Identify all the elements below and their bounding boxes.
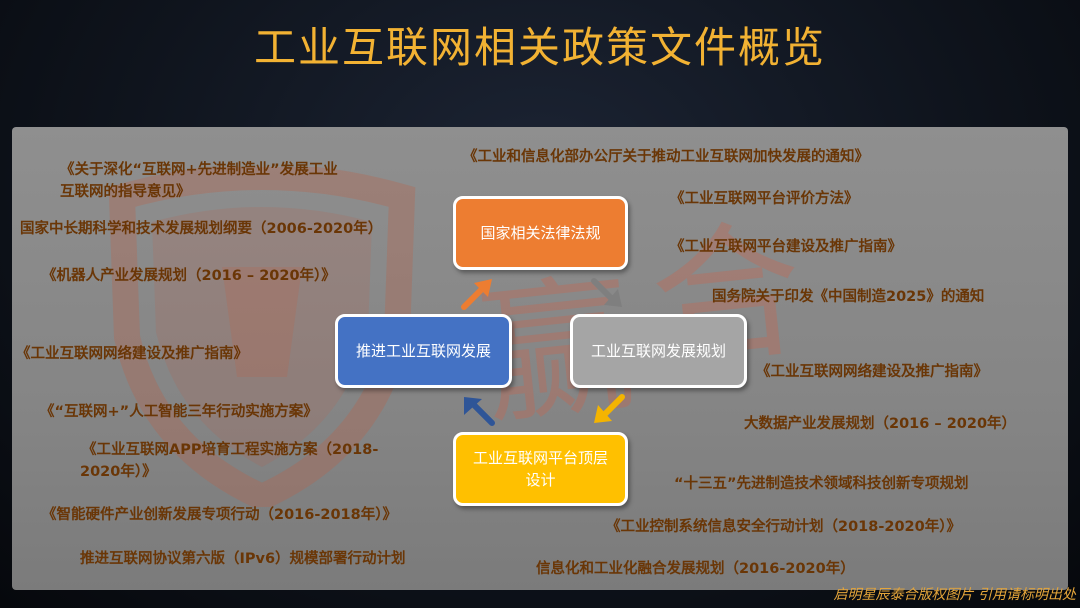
policy-item: 《关于深化“互联网+先进制造业”发展工业 xyxy=(60,162,338,178)
plan-label: 工业互联网发展规划 xyxy=(590,342,726,360)
policy-item: 信息化和工业化融合发展规划（2016-2020年） xyxy=(536,561,855,577)
policy-item: 《工业控制系统信息安全行动计划（2018-2020年）》 xyxy=(606,519,961,535)
policy-item: “十三五”先进制造技术领域科技创新专项规划 xyxy=(674,476,969,492)
policy-item: 2020年）》 xyxy=(80,464,157,480)
policy-item: 《工业互联网网络建设及推广指南》 xyxy=(16,346,248,362)
policy-item: 《工业互联网网络建设及推广指南》 xyxy=(756,364,988,380)
page-title: 工业互联网相关政策文件概览 xyxy=(253,23,826,72)
policy-item: 推进互联网协议第六版（IPv6）规模部署行动计划 xyxy=(80,551,406,567)
national-laws-box: 国家相关法律法规 xyxy=(453,196,628,270)
policy-item: 大数据产业发展规划（2016 – 2020年） xyxy=(744,416,1017,432)
gray-arrow-icon xyxy=(591,278,622,307)
diagram-panel: 赢 合 《关于深化“互联网+先进制造业”发展工业 互联网的指导意见》 国家中长期… xyxy=(12,127,1068,590)
promote-industrial-internet-box: 推进工业互联网发展 xyxy=(335,314,512,388)
policy-item: 互联网的指导意见》 xyxy=(60,184,191,200)
top-design-label-line2: 设计 xyxy=(525,471,556,489)
yellow-arrow-icon xyxy=(594,394,625,423)
policy-item: 《机器人产业发展规划（2016 – 2020年）》 xyxy=(42,268,336,284)
orange-arrow-icon xyxy=(461,279,492,310)
development-plan-box: 工业互联网发展规划 xyxy=(570,314,747,388)
blue-arrow-icon xyxy=(464,397,495,426)
shield-watermark-icon xyxy=(108,167,416,507)
policy-item: 《工业互联网平台建设及推广指南》 xyxy=(670,239,902,255)
policy-item: 《工业互联网APP培育工程实施方案（2018- xyxy=(82,442,379,458)
policy-item: 国务院关于印发《中国制造2025》的通知 xyxy=(712,289,985,305)
policy-item: 《工业互联网平台评价方法》 xyxy=(670,191,859,207)
policy-item: 国家中长期科学和技术发展规划纲要（2006-2020年） xyxy=(20,221,383,237)
platform-top-design-box: 工业互联网平台顶层 设计 xyxy=(453,432,628,506)
promote-label: 推进工业互联网发展 xyxy=(355,342,491,360)
policy-item: 《工业和信息化部办公厅关于推动工业互联网加快发展的通知》 xyxy=(463,149,869,165)
policy-item: 《“互联网+”人工智能三年行动实施方案》 xyxy=(40,404,318,420)
top-design-label-line1: 工业互联网平台顶层 xyxy=(472,449,608,467)
policy-item: 《智能硬件产业创新发展专项行动（2016-2018年）》 xyxy=(42,507,397,523)
copyright-note: 启明星辰泰合版权图片 引用请标明出处 xyxy=(833,587,1076,603)
national-laws-label: 国家相关法律法规 xyxy=(480,224,601,242)
